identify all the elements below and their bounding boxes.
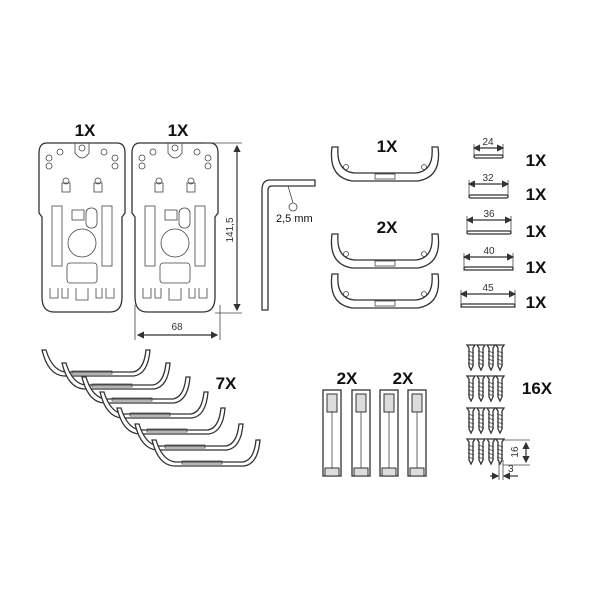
- rail-45: 45 1X: [459, 283, 547, 312]
- qty-label: 1X: [526, 151, 547, 170]
- rail-36: 36 1X: [465, 209, 547, 241]
- qty-label: 1X: [526, 258, 547, 277]
- width-dim-label: 68: [171, 322, 183, 333]
- screw-length-dim: 16: [510, 446, 521, 458]
- arms: 7X: [41, 349, 261, 467]
- bracket-single: 1X: [330, 137, 440, 182]
- qty-label: 1X: [526, 293, 547, 312]
- rail-length: 24: [482, 137, 494, 148]
- qty-label: 1X: [526, 185, 547, 204]
- rail-40: 40 1X: [462, 246, 547, 277]
- qty-label: 1X: [75, 121, 96, 140]
- hex-key-size-label: 2,5 mm: [276, 213, 313, 225]
- plate-height-dimension: 141,5: [205, 142, 242, 314]
- bracket-double: 2X: [330, 218, 440, 309]
- mounting-plate-right: 1X: [131, 121, 219, 313]
- qty-label: 2X: [393, 369, 414, 388]
- rail-length: 36: [483, 209, 495, 220]
- rail-24: 24 1X: [472, 137, 547, 170]
- rail-length: 45: [482, 283, 494, 294]
- rail-32: 32 1X: [467, 173, 547, 204]
- posts-left: 2X: [322, 369, 371, 477]
- qty-label: 7X: [216, 374, 237, 393]
- qty-label: 1X: [377, 137, 398, 156]
- height-dim-label: 141,5: [225, 217, 236, 242]
- qty-label: 1X: [168, 121, 189, 140]
- mounting-plate-left: 1X: [38, 121, 126, 313]
- rail-length: 40: [483, 246, 495, 257]
- qty-label: 2X: [337, 369, 358, 388]
- posts-right: 2X: [379, 369, 427, 477]
- screws: 16X 16 3: [466, 344, 553, 480]
- plate-width-dimension: 68: [134, 305, 221, 340]
- screw-diameter-dim: 3: [508, 464, 514, 475]
- rail-length: 32: [482, 173, 494, 184]
- qty-label: 2X: [377, 218, 398, 237]
- qty-label: 1X: [526, 222, 547, 241]
- qty-label: 16X: [522, 379, 553, 398]
- hex-key: 2,5 mm: [261, 179, 316, 311]
